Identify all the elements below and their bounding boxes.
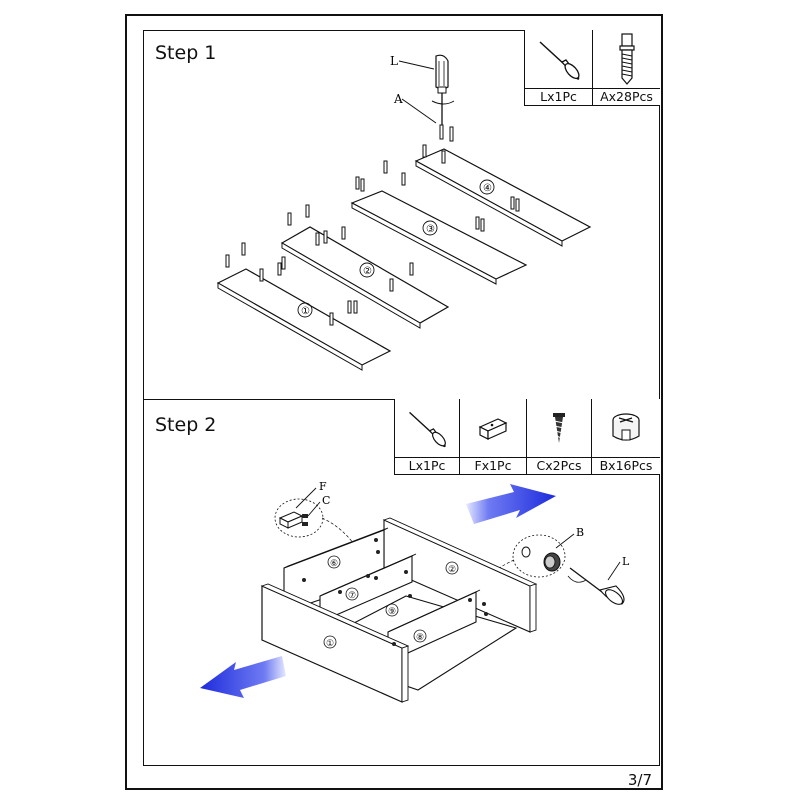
- part-label: Lx1Pc: [525, 88, 592, 105]
- screwdriver-icon: [567, 567, 625, 605]
- panel-number: ①: [326, 639, 334, 649]
- step-1-title: Step 1: [155, 42, 217, 64]
- shelf-panel-4: ④: [414, 124, 592, 247]
- page-frame: [125, 14, 663, 790]
- panel-number: ②: [448, 565, 456, 575]
- step-1-panel: Step 1 Lx1Pc Ax28Pcs: [143, 30, 660, 400]
- callout-l: L: [390, 54, 398, 68]
- panel-number: ①: [301, 306, 310, 317]
- shelf-panel-2: ②: [280, 204, 450, 329]
- screwdriver-icon: [409, 411, 446, 448]
- direction-arrow-right: [200, 656, 286, 698]
- cam-lock-icon: [543, 552, 561, 572]
- panel-number: ⑦: [348, 591, 356, 601]
- step-2-panel: Step 2 Lx1Pc Fx1Pc: [143, 399, 660, 766]
- part-label: Ax28Pcs: [593, 88, 660, 105]
- callout-b: B: [576, 526, 584, 539]
- step-2-parts-table: Lx1Pc Fx1Pc Cx2Pcs: [394, 399, 660, 475]
- step-2-title: Step 2: [155, 414, 217, 436]
- panel-number: ④: [483, 183, 492, 194]
- panel-number: ②: [363, 266, 372, 277]
- cam-lock-icon: [612, 413, 640, 441]
- page-number: 3/7: [627, 771, 652, 789]
- step-2-part-screw: Cx2Pcs: [527, 399, 592, 474]
- step-1-part-screwdriver: Lx1Pc: [525, 30, 593, 105]
- shelf-panel-3: ③: [350, 160, 528, 285]
- callout-c: C: [322, 494, 330, 507]
- part-label: Cx2Pcs: [527, 457, 591, 474]
- step-2-illustration: F C B L: [200, 480, 630, 703]
- direction-arrow-left: [466, 484, 556, 524]
- panel-number: ⑧: [416, 633, 424, 643]
- callout-a: A: [393, 92, 403, 106]
- step-1-parts-table: Lx1Pc Ax28Pcs: [524, 30, 660, 106]
- panel-number: ⑨: [388, 607, 396, 617]
- cam-bolt-icon: [618, 33, 635, 85]
- callout-l: L: [622, 555, 630, 568]
- step-2-part-cam-lock: Bx16Pcs: [592, 399, 660, 474]
- part-label: Bx16Pcs: [592, 457, 660, 474]
- panel-number: ③: [426, 224, 435, 235]
- part-label: Lx1Pc: [395, 457, 459, 474]
- callout-f: F: [319, 480, 327, 493]
- block-icon: [478, 418, 508, 440]
- screwdriver-icon: [431, 54, 455, 129]
- screw-icon: [553, 413, 565, 443]
- block-icon: [278, 511, 308, 529]
- step-1-illustration: L A ④ ③: [216, 54, 592, 371]
- panel-number: ⑥: [330, 559, 338, 569]
- step-1-part-cam-bolt: Ax28Pcs: [593, 30, 660, 105]
- shelf-panel-1: ①: [216, 242, 392, 371]
- part-label: Fx1Pc: [460, 457, 526, 474]
- screwdriver-icon: [538, 41, 580, 80]
- step-2-part-block: Fx1Pc: [460, 399, 527, 474]
- drawer-assembly: ② ⑥ ⑦ ⑨ ⑧ ①: [260, 517, 538, 703]
- step-2-part-screwdriver: Lx1Pc: [395, 399, 460, 474]
